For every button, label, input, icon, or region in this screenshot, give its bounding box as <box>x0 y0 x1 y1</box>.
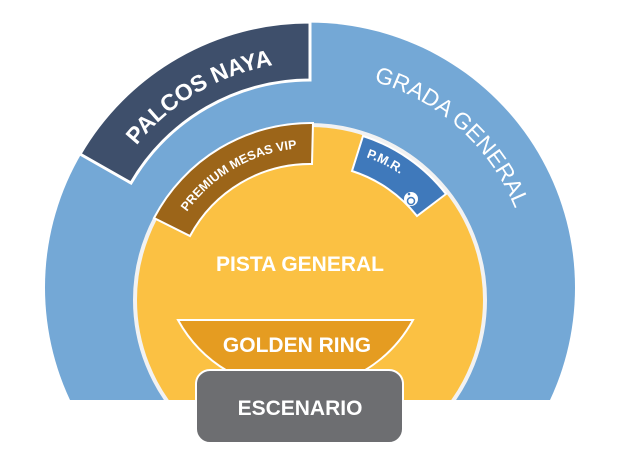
section-premium-mesas-vip[interactable] <box>152 121 315 238</box>
section-palcos-naya[interactable] <box>77 20 312 186</box>
label-escenario: ESCENARIO <box>238 397 363 420</box>
label-pista-general: PISTA GENERAL <box>216 253 384 276</box>
label-golden-ring: GOLDEN RING <box>223 334 371 357</box>
stage-escenario[interactable] <box>195 369 404 444</box>
wheelchair-icon <box>404 192 418 206</box>
section-pmr[interactable] <box>350 134 448 218</box>
